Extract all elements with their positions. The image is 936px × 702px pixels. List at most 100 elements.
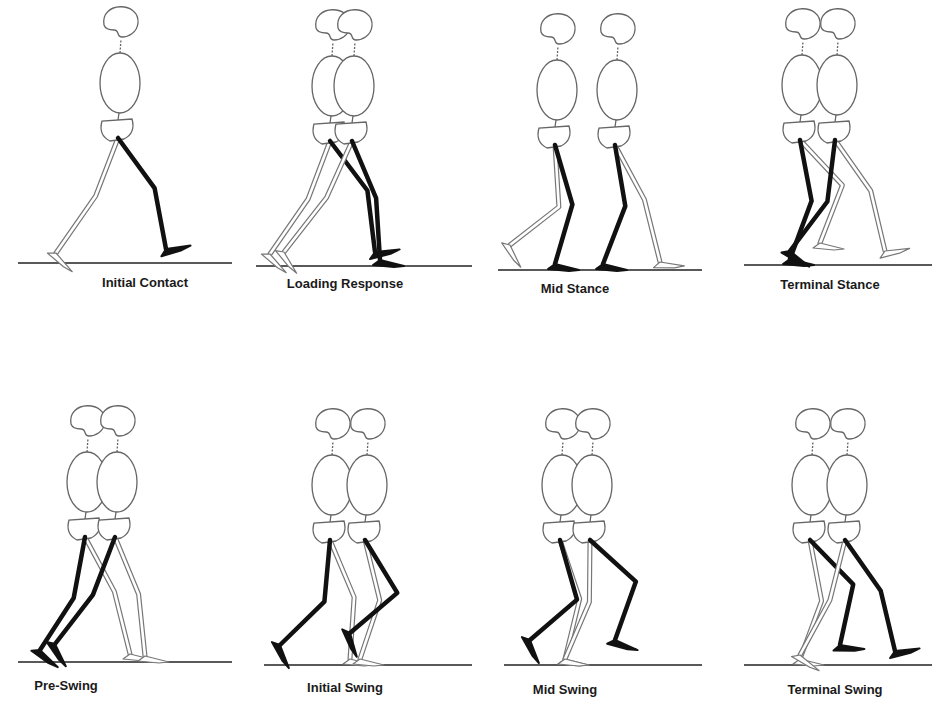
- other-leg: [615, 145, 660, 262]
- neck: [617, 46, 618, 60]
- reference-foot: [834, 645, 865, 651]
- ground-line: [744, 664, 932, 666]
- torso: [817, 55, 857, 115]
- phase-label: Pre-Swing: [34, 678, 98, 693]
- other-leg: [284, 141, 352, 252]
- other-foot: [502, 243, 521, 267]
- spine: [615, 120, 616, 127]
- other-foot: [47, 253, 72, 272]
- other-foot: [792, 655, 820, 671]
- head: [316, 409, 350, 439]
- spine: [352, 116, 353, 123]
- phase-label: Loading Response: [287, 276, 403, 291]
- reference-foot: [782, 251, 810, 267]
- torso: [312, 455, 352, 515]
- phase-label: Mid Stance: [541, 281, 610, 296]
- spine: [555, 120, 556, 127]
- other-foot: [558, 659, 589, 666]
- other-leg: [510, 145, 559, 245]
- other-leg: [56, 138, 118, 253]
- other-leg-fill: [115, 537, 145, 656]
- phase-label: Terminal Stance: [780, 277, 879, 292]
- head: [541, 14, 575, 44]
- reference-leg: [55, 537, 115, 644]
- head: [786, 9, 820, 39]
- spine: [85, 512, 86, 519]
- reference-leg: [530, 540, 577, 640]
- other-foot: [654, 262, 685, 268]
- ground-line: [504, 664, 702, 666]
- neck: [332, 42, 333, 56]
- torso: [782, 55, 822, 115]
- stick-figure: [261, 10, 399, 273]
- phase-label: Initial Contact: [102, 275, 188, 290]
- stick-figure: [558, 409, 638, 666]
- spine: [560, 515, 561, 522]
- other-leg: [270, 141, 330, 254]
- reference-leg: [350, 540, 397, 633]
- other-leg: [800, 540, 822, 659]
- torso: [827, 455, 867, 515]
- stick-figure: [596, 14, 684, 271]
- head: [104, 7, 138, 37]
- stick-figure: [792, 409, 920, 671]
- stick-figure: [782, 9, 910, 267]
- head: [831, 409, 865, 439]
- stick-figure: [31, 406, 154, 667]
- reference-foot: [47, 642, 66, 666]
- reference-leg: [603, 145, 625, 264]
- reference-foot: [161, 246, 190, 257]
- neck: [592, 441, 593, 455]
- stick-figure: [47, 406, 169, 666]
- torso: [792, 455, 832, 515]
- other-foot: [138, 656, 169, 663]
- other-leg-fill: [615, 145, 660, 262]
- reference-foot: [607, 640, 637, 650]
- torso: [334, 56, 374, 116]
- spine: [365, 515, 366, 522]
- neck: [837, 41, 838, 55]
- reference-leg: [845, 540, 895, 651]
- spine: [810, 515, 811, 522]
- reference-foot: [370, 249, 400, 259]
- ground-line: [744, 264, 932, 266]
- spine: [118, 113, 119, 120]
- other-leg-fill: [800, 540, 845, 655]
- neck: [367, 441, 368, 455]
- other-leg-fill: [284, 141, 352, 252]
- reference-leg: [790, 140, 835, 251]
- other-leg: [835, 140, 885, 251]
- stick-figure: [792, 409, 864, 666]
- other-leg: [115, 537, 145, 656]
- reference-leg: [118, 138, 166, 249]
- stick-figure: [342, 409, 397, 666]
- neck: [847, 441, 848, 455]
- torso: [572, 455, 612, 515]
- torso: [597, 60, 637, 120]
- spine: [330, 515, 331, 522]
- head: [601, 14, 635, 44]
- spine: [590, 515, 591, 522]
- neck: [562, 441, 563, 455]
- reference-foot: [342, 629, 357, 656]
- neck: [812, 441, 813, 455]
- head: [546, 409, 580, 439]
- other-leg-fill: [800, 540, 822, 659]
- spine: [800, 115, 801, 122]
- other-leg-fill: [835, 140, 885, 251]
- other-leg-fill: [565, 540, 590, 659]
- phase-label: Mid Swing: [533, 682, 597, 697]
- reference-foot: [548, 264, 579, 271]
- reference-leg: [555, 145, 572, 264]
- head: [101, 406, 135, 436]
- spine: [115, 512, 116, 519]
- head: [821, 9, 855, 39]
- other-leg-fill: [270, 141, 330, 254]
- neck: [120, 39, 121, 53]
- head: [71, 406, 105, 436]
- ground-line: [18, 262, 232, 264]
- phase-label: Initial Swing: [307, 680, 383, 695]
- head: [351, 409, 385, 439]
- other-leg: [800, 540, 845, 655]
